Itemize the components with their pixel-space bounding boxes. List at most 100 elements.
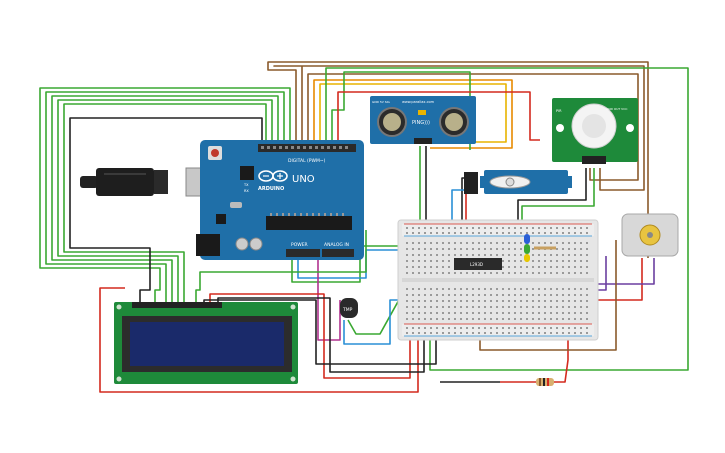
breadboard-hole xyxy=(580,288,582,290)
breadboard-hole xyxy=(418,294,420,296)
breadboard-hole xyxy=(496,248,498,250)
breadboard-hole xyxy=(454,227,456,229)
motor-shaft xyxy=(647,232,653,238)
lcd-screen xyxy=(130,322,284,366)
pir-sensor[interactable]: PIR GND OUT VCC xyxy=(552,98,638,164)
breadboard-hole xyxy=(544,318,546,320)
breadboard-hole xyxy=(526,332,528,334)
breadboard-hole xyxy=(448,318,450,320)
breadboard-hole xyxy=(406,318,408,320)
servo-motor[interactable] xyxy=(464,170,572,194)
led-green xyxy=(524,244,530,254)
wire-green-2 xyxy=(45,91,285,304)
breadboard-hole xyxy=(478,312,480,314)
breadboard-hole xyxy=(478,327,480,329)
ultrasonic-sensor[interactable]: www.parallax.com GND 5V SIG PING))) xyxy=(370,96,476,144)
breadboard-hole xyxy=(580,272,582,274)
driver-body xyxy=(454,258,502,270)
breadboard-hole xyxy=(508,312,510,314)
breadboard-hole xyxy=(526,306,528,308)
breadboard-hole xyxy=(472,306,474,308)
breadboard-hole xyxy=(550,312,552,314)
breadboard-hole xyxy=(580,332,582,334)
breadboard-hole xyxy=(406,248,408,250)
breadboard-hole xyxy=(496,288,498,290)
breadboard-hole xyxy=(562,254,564,256)
breadboard-hole xyxy=(508,254,510,256)
breadboard-hole xyxy=(544,300,546,302)
breadboard-hole xyxy=(574,332,576,334)
usb-cable-body xyxy=(80,176,98,188)
breadboard xyxy=(397,219,599,341)
motor-driver-chip[interactable]: L293D xyxy=(454,258,502,270)
breadboard-hole xyxy=(574,227,576,229)
wire-black-lcd-2 xyxy=(203,299,437,365)
breadboard-hole xyxy=(514,266,516,268)
breadboard-hole xyxy=(544,260,546,262)
usb-metal xyxy=(154,170,168,194)
breadboard-hole xyxy=(568,332,570,334)
breadboard-hole xyxy=(514,260,516,262)
arduino-board[interactable]: DIGITAL (PWM~) ARDUINO UNO TX RX xyxy=(196,140,364,260)
temperature-sensor[interactable]: TMP xyxy=(340,298,358,318)
breadboard-hole xyxy=(424,227,426,229)
breadboard-hole xyxy=(550,260,552,262)
breadboard-hole xyxy=(502,312,504,314)
breadboard-hole xyxy=(484,318,486,320)
breadboard-hole xyxy=(514,272,516,274)
breadboard-hole xyxy=(562,306,564,308)
breadboard-hole xyxy=(448,312,450,314)
ultrasonic-pins-label: GND 5V SIG xyxy=(372,100,391,104)
breadboard-hole xyxy=(418,327,420,329)
breadboard-hole xyxy=(508,248,510,250)
arduino-logo xyxy=(258,170,288,182)
breadboard-hole xyxy=(586,294,588,296)
wire-red-resistor xyxy=(500,336,569,383)
breadboard-hole xyxy=(580,254,582,256)
breadboard-hole xyxy=(406,288,408,290)
breadboard-hole xyxy=(550,288,552,290)
breadboard-hole xyxy=(460,248,462,250)
breadboard-hole xyxy=(436,306,438,308)
breadboard-hole xyxy=(574,248,576,250)
breadboard-hole xyxy=(418,312,420,314)
breadboard-hole xyxy=(556,272,558,274)
breadboard-hole xyxy=(538,312,540,314)
breadboard-hole xyxy=(430,318,432,320)
led-cluster[interactable] xyxy=(524,234,556,262)
breadboard-hole xyxy=(442,248,444,250)
breadboard-hole xyxy=(430,254,432,256)
power-jack xyxy=(196,234,220,256)
servo-tab-left xyxy=(480,176,488,188)
breadboard-hole xyxy=(532,272,534,274)
breadboard-hole xyxy=(424,300,426,302)
breadboard-hole xyxy=(454,232,456,234)
driver-label: L293D xyxy=(470,262,483,267)
breadboard-hole xyxy=(454,242,456,244)
dc-motor[interactable] xyxy=(621,213,679,257)
breadboard-hole xyxy=(490,312,492,314)
breadboard-hole xyxy=(562,300,564,302)
breadboard-hole xyxy=(436,312,438,314)
breadboard-hole xyxy=(472,288,474,290)
breadboard-hole xyxy=(406,227,408,229)
breadboard-hole xyxy=(544,294,546,296)
breadboard-hole xyxy=(412,327,414,329)
power-header-label: POWER xyxy=(291,242,308,248)
breadboard-hole xyxy=(442,242,444,244)
breadboard-hole xyxy=(460,242,462,244)
breadboard-hole xyxy=(568,312,570,314)
wire-red-top xyxy=(337,91,540,146)
breadboard-hole xyxy=(454,312,456,314)
breadboard-hole xyxy=(484,327,486,329)
breadboard-hole xyxy=(580,306,582,308)
breadboard-hole xyxy=(580,327,582,329)
breadboard-hole xyxy=(502,248,504,250)
led-blue xyxy=(524,234,530,244)
breadboard-hole xyxy=(562,294,564,296)
breadboard-hole xyxy=(556,227,558,229)
breadboard-hole xyxy=(526,272,528,274)
breadboard-hole xyxy=(454,254,456,256)
lcd-display[interactable] xyxy=(114,302,298,384)
